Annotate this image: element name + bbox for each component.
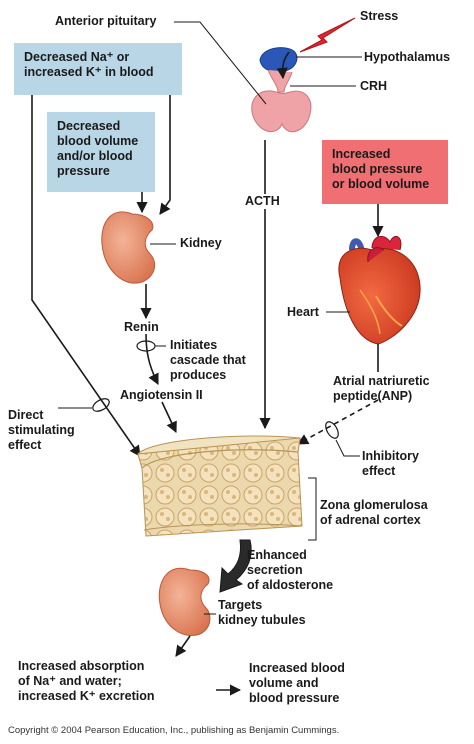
na-k-to-kidney-arrow bbox=[159, 95, 171, 215]
bp-increase-box-text: Increased blood pressure or blood volume bbox=[332, 147, 430, 191]
heart-label: Heart bbox=[287, 305, 319, 319]
renin-to-angiotensin-arrow bbox=[145, 333, 159, 386]
targets-label: Targets kidney tubules bbox=[218, 598, 306, 627]
kidney-to-absorption-arrow bbox=[175, 635, 191, 657]
crh-label: CRH bbox=[360, 79, 388, 93]
anterior-pituitary-leader bbox=[174, 21, 267, 105]
direct-stimulating-arrow bbox=[31, 95, 141, 457]
copyright-text: Copyright © 2004 Pearson Education, Inc.… bbox=[8, 725, 340, 736]
inhibitory-leader bbox=[335, 439, 360, 457]
anp-label: Atrial natriuretic peptide(ANP) bbox=[333, 374, 430, 403]
kidney-label: Kidney bbox=[180, 236, 222, 250]
secretion-arrow bbox=[219, 539, 252, 593]
na-k-box bbox=[14, 43, 182, 95]
acth-label: ACTH bbox=[245, 194, 280, 209]
enhanced-secretion-label: Enhanced secretion of aldosterone bbox=[247, 548, 334, 592]
blood-volume-box-text: Decreased blood volume and/or blood pres… bbox=[57, 119, 139, 178]
angiotensin-label: Angiotensin II bbox=[120, 388, 203, 402]
crh-arrow bbox=[276, 51, 290, 80]
hypothalamus-icon bbox=[259, 47, 298, 73]
hypothalamus-label: Hypothalamus bbox=[364, 50, 451, 64]
direct-effect-label: Direct stimulating effect bbox=[8, 408, 75, 452]
increased-bp-label: Increased blood volume and blood pressur… bbox=[249, 661, 345, 705]
initiates-cascade-label: Initiates cascade that produces bbox=[170, 338, 246, 382]
anterior-pituitary-label: Anterior pituitary bbox=[55, 14, 157, 28]
zona-label: Zona glomerulosa of adrenal cortex bbox=[320, 498, 428, 527]
angiotensin-to-adrenal-arrow bbox=[161, 401, 177, 434]
heart-icon bbox=[338, 235, 421, 345]
adrenal-tissue-icon bbox=[137, 435, 303, 537]
stress-bolt-icon bbox=[299, 17, 356, 53]
increased-absorption-label: Increased absorption of Na⁺ and water; i… bbox=[18, 659, 155, 703]
direct-node bbox=[92, 398, 110, 412]
stress-label: Stress bbox=[360, 9, 399, 23]
inhibitory-node bbox=[325, 421, 339, 439]
anp-inhibitory-arrow bbox=[297, 399, 379, 445]
kidney-icon bbox=[101, 211, 156, 284]
bp-increase-box bbox=[322, 140, 448, 204]
lower-kidney-icon bbox=[158, 567, 211, 636]
pituitary-icon bbox=[251, 69, 312, 133]
blood-volume-box bbox=[47, 112, 155, 192]
renin-label: Renin bbox=[124, 320, 159, 334]
zona-bracket bbox=[308, 477, 317, 541]
inhibitory-effect-label: Inhibitory effect bbox=[362, 449, 419, 478]
na-k-box-text: Decreased Na⁺ or increased K⁺ in blood bbox=[24, 50, 154, 79]
